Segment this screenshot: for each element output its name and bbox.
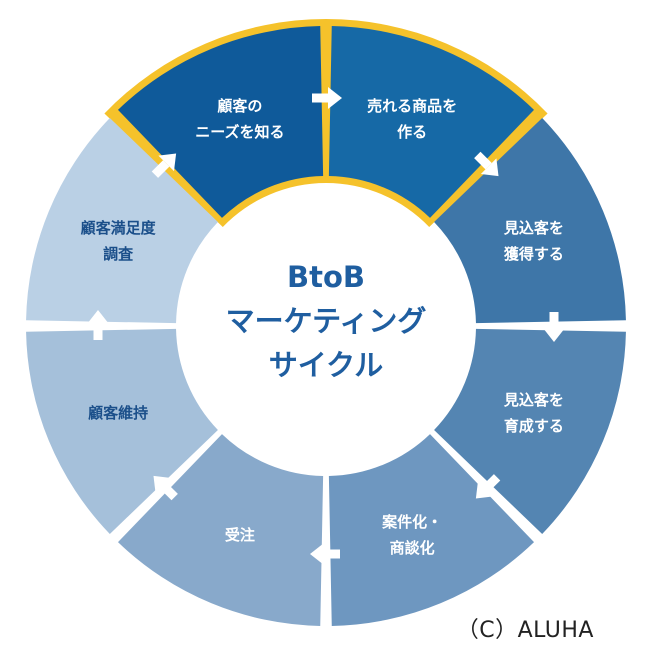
segment-know-needs [117,26,324,218]
segment-label-acquire: 見込客を [503,219,564,237]
copyright-label: （C）ALUHA [456,618,594,643]
cycle-arrows [87,87,565,565]
center-title-line-2: マーケティング [226,304,427,338]
segment-label-know-needs: 顧客の [217,97,262,115]
segment-label-deal: 案件化・ [381,513,442,531]
center-title: BtoB マーケティング サイクル [226,260,427,382]
center-title-line-3: サイクル [269,348,384,382]
segment-label-survey: 顧客満足度 [81,219,157,237]
cycle-arrow [87,310,109,340]
segment-survey [26,117,218,324]
cycle-arrow [543,312,565,342]
cycle-arrow [475,474,501,499]
segment-make-product [328,26,535,218]
segment-label-acquire: 獲得する [504,245,564,263]
segment-retain [26,328,218,535]
cycle-arrow [474,151,499,177]
segment-acquire [434,117,626,324]
segment-label-deal: 商談化 [390,539,435,557]
cycle-labels: 顧客のニーズを知る売れる商品を作る見込客を獲得する見込客を育成する案件化・商談化… [81,97,564,557]
segment-label-retain: 顧客維持 [88,404,148,422]
segment-label-nurture: 育成する [504,417,564,435]
cycle-arrow [312,87,342,109]
segment-label-nurture: 見込客を [503,391,564,409]
cycle-arrow [310,543,340,565]
cycle-arrow [151,153,177,178]
cycle-segments [26,26,626,626]
center-title-line-1: BtoB [287,260,365,294]
segment-label-make-product: 作る [397,123,427,141]
segment-label-make-product: 売れる商品を [367,97,457,115]
segment-nurture [434,328,626,535]
cycle-arrow [153,475,178,501]
segment-label-know-needs: ニーズを知る [195,123,284,141]
segment-deal [328,434,535,626]
segment-label-survey: 調査 [103,245,134,263]
segment-order [117,434,324,626]
segment-label-order: 受注 [225,526,255,544]
